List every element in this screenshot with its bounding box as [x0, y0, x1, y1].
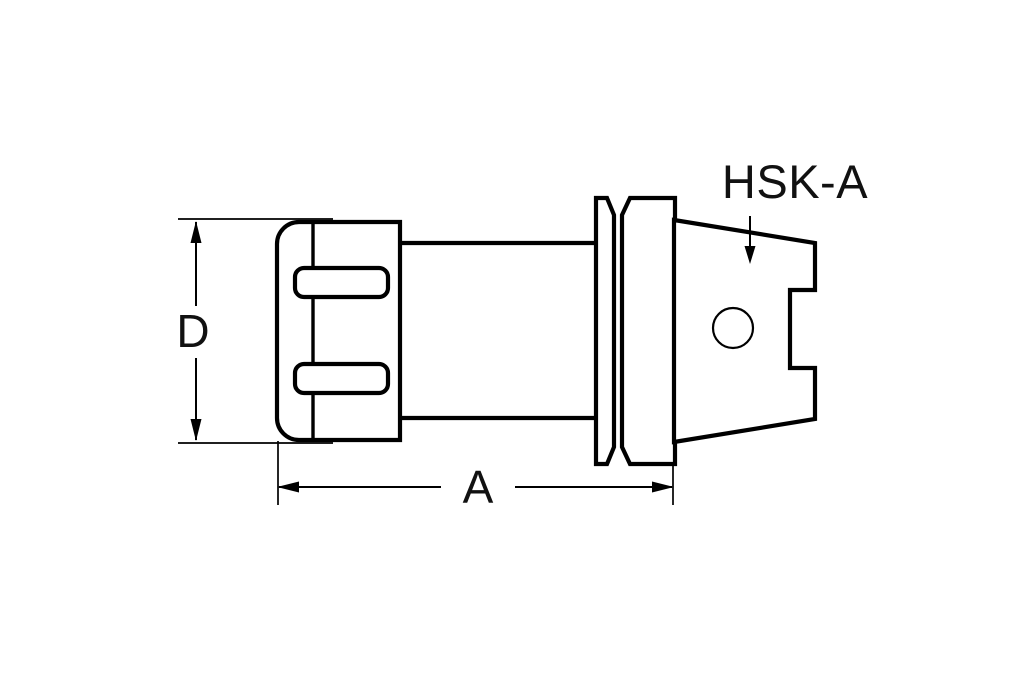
collet-nut-group	[274, 219, 403, 443]
hsk-callout-arrowhead	[744, 246, 756, 264]
diameter-dimension-group: D	[176, 218, 333, 444]
collet-nut-slot-lower	[292, 361, 391, 396]
a-arrowhead-right	[652, 481, 674, 493]
flange-disc-right	[619, 195, 678, 467]
taper-drive-hole	[711, 306, 755, 350]
body-shank-outline	[395, 240, 603, 421]
d-arrowhead-top	[190, 221, 202, 243]
a-arrowhead-left	[277, 481, 299, 493]
collet-nut-slot-upper	[292, 265, 391, 300]
dimension-label-d: D	[176, 305, 209, 357]
flange-group	[593, 195, 678, 467]
d-arrowhead-bottom	[190, 419, 202, 441]
flange-rib-left	[593, 195, 617, 467]
hsk-callout-label: HSK-A	[722, 155, 868, 208]
collet-nut-outline	[274, 219, 403, 443]
hsk-callout-group: HSK-A	[722, 155, 868, 264]
body-shank-group	[395, 240, 603, 421]
dimension-label-a: A	[463, 461, 494, 513]
hsk-taper-group	[671, 217, 818, 445]
